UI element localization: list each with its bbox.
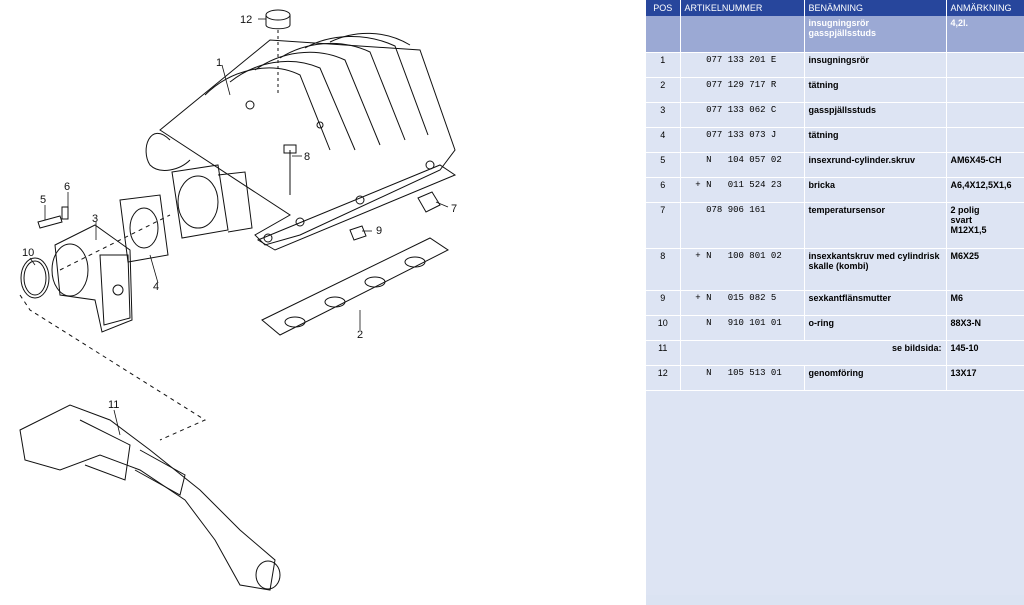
callout-6: 6 — [64, 181, 70, 193]
row-article-number: 077 133 062 C — [680, 102, 805, 128]
row-name: insugningsrör — [804, 52, 947, 78]
row-pos: 2 — [646, 77, 681, 103]
callout-7: 7 — [451, 203, 457, 215]
row-name: genomföring — [804, 365, 947, 391]
row-pos: 9 — [646, 290, 681, 316]
row-name: temperatursensor — [804, 202, 947, 249]
header-name[interactable]: BENÄMNING — [804, 0, 947, 16]
row-name: bricka — [804, 177, 947, 203]
row-article-number: + N 100 801 02 — [680, 248, 805, 291]
title-note: 4,2l. — [946, 16, 1024, 53]
parts-table: POS ARTIKELNUMMER BENÄMNING ANMÄRKNING i… — [646, 0, 1024, 595]
header-remark[interactable]: ANMÄRKNING — [946, 0, 1024, 16]
row-pos: 3 — [646, 102, 681, 128]
air-duct-drawing — [19, 404, 281, 591]
table-header: POS ARTIKELNUMMER BENÄMNING ANMÄRKNING — [646, 0, 1024, 16]
o-ring-drawing — [20, 257, 50, 299]
parts-list-panel: POS ARTIKELNUMMER BENÄMNING ANMÄRKNING i… — [646, 0, 1024, 605]
header-article-number[interactable]: ARTIKELNUMMER — [680, 0, 805, 16]
row-name: insexkantskruv med cylindrisk skalle (ko… — [804, 248, 947, 291]
row-remark: 13X17 — [946, 365, 1024, 391]
row-remark: 88X3-N — [946, 315, 1024, 341]
bolt-washer-drawing — [37, 206, 69, 229]
row-article-number: 077 133 201 E — [680, 52, 805, 78]
row-pos: 10 — [646, 315, 681, 341]
callout-4: 4 — [153, 281, 159, 293]
row-remark: 145-10 — [946, 340, 1024, 366]
filler-cell — [646, 390, 1024, 595]
callout-1: 1 — [216, 57, 222, 69]
row-article-number: N 104 057 02 — [680, 152, 805, 178]
row-name: sexkantflänsmutter — [804, 290, 947, 316]
row-article-number: 077 129 717 R — [680, 77, 805, 103]
row-remark: M6 — [946, 290, 1024, 316]
row-article-number: 078 906 161 — [680, 202, 805, 249]
row-pos: 12 — [646, 365, 681, 391]
row-remark — [946, 77, 1024, 103]
row-remark: 2 polig svart M12X1,5 — [946, 202, 1024, 249]
row-name: o-ring — [804, 315, 947, 341]
throttle-body-drawing — [51, 224, 133, 333]
row-article-number: + N 015 082 5 — [680, 290, 805, 316]
row-name: tätning — [804, 127, 947, 153]
callout-leaders — [29, 18, 449, 436]
throttle-gasket-drawing — [119, 194, 169, 263]
row-pos: 8 — [646, 248, 681, 291]
title-name-line1: insugningsrör — [808, 18, 870, 28]
row-pos: 11 — [646, 340, 681, 366]
row-remark: A6,4X12,5X1,6 — [946, 177, 1024, 203]
row-article-number: N 105 513 01 — [680, 365, 805, 391]
sensor-bolt-nut-drawing — [283, 144, 441, 241]
manifold-gasket-drawing — [261, 237, 449, 336]
row-pos: 5 — [646, 152, 681, 178]
row-pos: 7 — [646, 202, 681, 249]
row-name: gasspjällsstuds — [804, 102, 947, 128]
row-article-number: + N 011 524 23 — [680, 177, 805, 203]
title-art — [680, 16, 805, 53]
callout-11: 11 — [108, 399, 119, 411]
parts-diagram: 1 2 3 4 5 6 7 8 9 10 11 12 — [19, 9, 457, 591]
header-pos[interactable]: POS — [646, 0, 681, 16]
row-name: tätning — [804, 77, 947, 103]
row-article-number: 077 133 073 J — [680, 127, 805, 153]
callout-8: 8 — [304, 151, 310, 163]
row-remark: M6X25 — [946, 248, 1024, 291]
title-name-line2: gasspjällsstuds — [808, 28, 877, 38]
callout-5: 5 — [40, 194, 46, 206]
row-name: insexrund-cylinder.skruv — [804, 152, 947, 178]
title-pos — [646, 16, 681, 53]
callout-12: 12 — [240, 14, 252, 26]
row-see-page: se bildsida: — [680, 340, 947, 366]
callout-10: 10 — [22, 247, 34, 259]
callout-9: 9 — [376, 225, 382, 237]
row-remark — [946, 102, 1024, 128]
row-pos: 1 — [646, 52, 681, 78]
grommet-drawing — [265, 9, 291, 95]
row-remark: AM6X45-CH — [946, 152, 1024, 178]
row-pos: 6 — [646, 177, 681, 203]
row-pos: 4 — [646, 127, 681, 153]
row-remark — [946, 127, 1024, 153]
row-article-number: N 910 101 01 — [680, 315, 805, 341]
callout-2: 2 — [357, 329, 363, 341]
callout-3: 3 — [92, 213, 98, 225]
intake-manifold-drawing — [145, 32, 457, 251]
row-remark — [946, 52, 1024, 78]
table-filler — [646, 390, 1024, 595]
assembly-guide-lines — [19, 214, 207, 441]
